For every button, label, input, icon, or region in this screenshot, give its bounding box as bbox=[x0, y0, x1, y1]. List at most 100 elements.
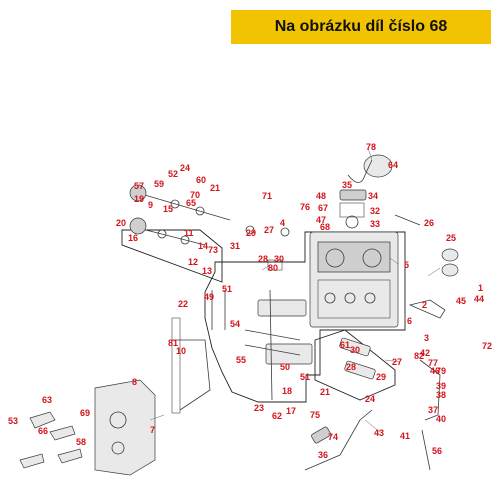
part-label-40: 40 bbox=[436, 414, 446, 424]
part-label-55: 55 bbox=[236, 355, 246, 365]
part-label-27b: 27 bbox=[392, 357, 402, 367]
part-label-27: 27 bbox=[264, 225, 274, 235]
part-label-30b: 30 bbox=[350, 345, 360, 355]
part-label-54: 54 bbox=[230, 319, 240, 329]
part-label-24: 24 bbox=[180, 163, 190, 173]
valve-train bbox=[211, 225, 313, 401]
part-label-48: 48 bbox=[316, 191, 326, 201]
part-label-53: 53 bbox=[8, 416, 18, 426]
part-label-56: 56 bbox=[432, 446, 442, 456]
timing-chain-guide bbox=[304, 409, 373, 471]
part-label-73: 73 bbox=[208, 245, 218, 255]
part-label-18: 18 bbox=[282, 386, 292, 396]
part-label-38: 38 bbox=[436, 390, 446, 400]
part-label-51: 51 bbox=[222, 284, 232, 294]
part-label-1: 1 bbox=[478, 283, 483, 293]
part-label-60: 60 bbox=[196, 175, 206, 185]
part-label-20: 20 bbox=[116, 218, 126, 228]
part-label-75: 75 bbox=[310, 410, 320, 420]
part-label-17: 17 bbox=[286, 406, 296, 416]
highlighted-part-banner: Na obrázku díl číslo 68 bbox=[231, 10, 491, 44]
part-label-9: 9 bbox=[148, 200, 153, 210]
part-label-46: 46 bbox=[430, 366, 440, 376]
camshaft-frame bbox=[121, 229, 223, 283]
part-label-77: 77 bbox=[428, 358, 438, 368]
part-label-32: 32 bbox=[370, 206, 380, 216]
part-label-22: 22 bbox=[178, 299, 188, 309]
camshaft-lower bbox=[129, 217, 206, 246]
timing-rail-left bbox=[171, 317, 211, 414]
part-label-67: 67 bbox=[318, 203, 328, 213]
part-label-3: 3 bbox=[424, 333, 429, 343]
part-label-47: 47 bbox=[316, 215, 326, 225]
part-label-59: 59 bbox=[154, 179, 164, 189]
part-label-74: 74 bbox=[328, 432, 338, 442]
part-label-5: 5 bbox=[404, 260, 409, 270]
part-label-14: 14 bbox=[198, 241, 208, 251]
part-label-61: 61 bbox=[340, 340, 350, 350]
cylinder-head bbox=[309, 231, 399, 328]
part-label-21: 21 bbox=[210, 183, 220, 193]
part-label-64: 64 bbox=[388, 160, 398, 170]
part-label-63: 63 bbox=[42, 395, 52, 405]
part-label-15: 15 bbox=[163, 204, 173, 214]
part-label-19: 19 bbox=[134, 194, 144, 204]
part-label-4: 4 bbox=[280, 218, 285, 228]
part-label-33: 33 bbox=[370, 219, 380, 229]
part-label-51b: 51 bbox=[300, 372, 310, 382]
part-label-66: 66 bbox=[38, 426, 48, 436]
part-label-80: 80 bbox=[268, 263, 278, 273]
chain-tensioner-plates bbox=[19, 411, 83, 469]
part-label-69: 69 bbox=[80, 408, 90, 418]
part-label-7: 7 bbox=[150, 425, 155, 435]
part-label-36: 36 bbox=[318, 450, 328, 460]
part-label-30: 30 bbox=[274, 254, 284, 264]
part-label-2: 2 bbox=[422, 300, 427, 310]
part-label-26: 26 bbox=[424, 218, 434, 228]
right-rocker-frame bbox=[314, 329, 396, 401]
part-label-79: 79 bbox=[436, 366, 446, 376]
intake-manifold bbox=[339, 154, 393, 229]
part-label-35: 35 bbox=[342, 180, 352, 190]
part-label-10: 10 bbox=[176, 346, 186, 356]
part-label-34: 34 bbox=[368, 191, 378, 201]
part-label-11: 11 bbox=[184, 228, 194, 238]
part-label-78: 78 bbox=[366, 142, 376, 152]
part-label-29b: 29 bbox=[376, 372, 386, 382]
part-label-39: 39 bbox=[436, 381, 446, 391]
part-label-50: 50 bbox=[280, 362, 290, 372]
part-label-13: 13 bbox=[202, 266, 212, 276]
part-label-37: 37 bbox=[428, 405, 438, 415]
part-number-labels: 1 2 3 4 5 6 7 8 9 10 11 12 13 14 15 16 1… bbox=[8, 142, 492, 460]
part-label-49: 49 bbox=[204, 292, 214, 302]
part-label-21b: 21 bbox=[320, 387, 330, 397]
part-label-71: 71 bbox=[262, 191, 272, 201]
part-label-31: 31 bbox=[230, 241, 240, 251]
part-label-58: 58 bbox=[76, 437, 86, 447]
part-label-28: 28 bbox=[258, 254, 268, 264]
leader-lines bbox=[149, 147, 441, 433]
part-label-29: 29 bbox=[246, 228, 256, 238]
cylinder-head-frame bbox=[204, 231, 406, 403]
part-label-82: 82 bbox=[414, 351, 424, 361]
part-label-52: 52 bbox=[168, 169, 178, 179]
part-label-72: 72 bbox=[482, 341, 492, 351]
right-rocker-assembly bbox=[339, 214, 459, 471]
part-label-62: 62 bbox=[272, 411, 282, 421]
part-label-70: 70 bbox=[190, 190, 200, 200]
part-label-81: 81 bbox=[168, 338, 178, 348]
part-label-44: 44 bbox=[474, 294, 484, 304]
crankcase-cover bbox=[94, 379, 156, 476]
part-label-24b: 24 bbox=[365, 394, 375, 404]
part-label-16: 16 bbox=[128, 233, 138, 243]
part-label-6: 6 bbox=[407, 316, 412, 326]
part-label-57: 57 bbox=[134, 181, 144, 191]
part-label-41: 41 bbox=[400, 431, 410, 441]
part-label-23: 23 bbox=[254, 403, 264, 413]
part-label-76: 76 bbox=[300, 202, 310, 212]
part-label-25: 25 bbox=[446, 233, 456, 243]
part-label-65: 65 bbox=[186, 198, 196, 208]
part-label-8: 8 bbox=[132, 377, 137, 387]
camshaft-upper bbox=[129, 184, 231, 221]
